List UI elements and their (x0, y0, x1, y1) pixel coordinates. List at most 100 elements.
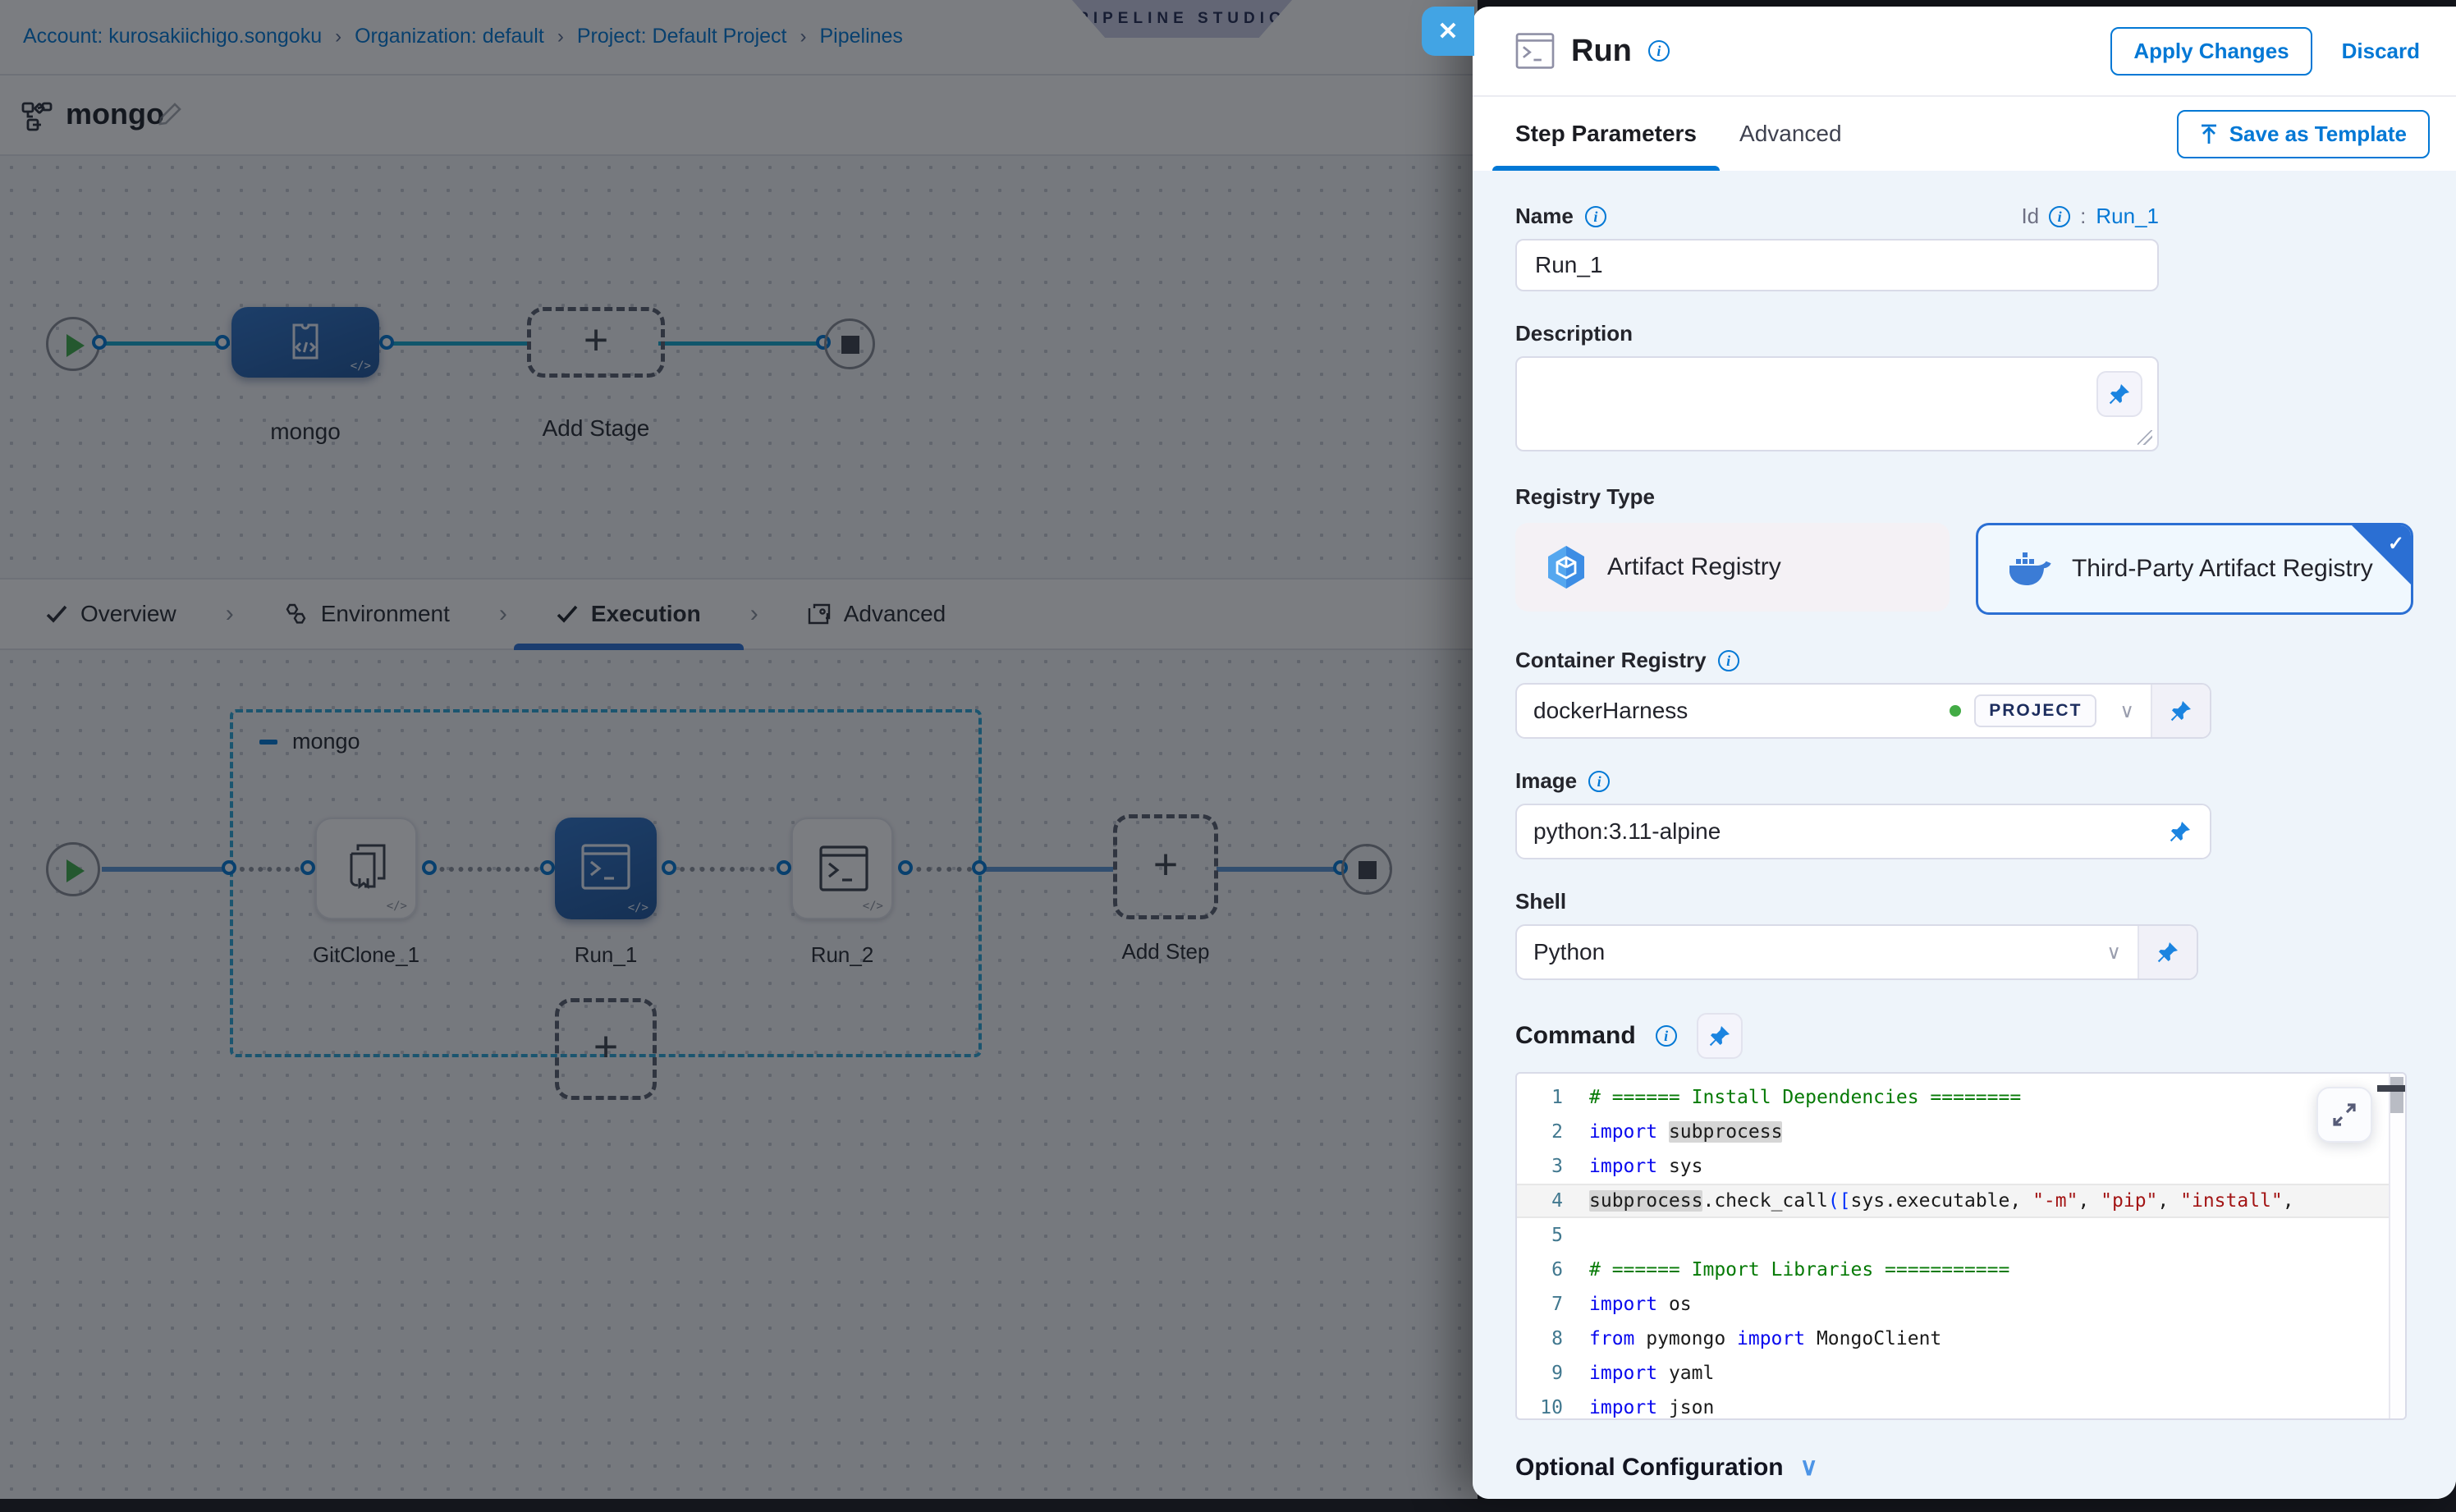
save-as-template-button[interactable]: Save as Template (2177, 110, 2430, 158)
container-registry-label: Container Registry (1515, 648, 1707, 673)
pipeline-canvas-region: Account: kurosakiichigo.songoku › Organi… (0, 0, 1478, 1499)
pin-icon (2157, 942, 2179, 963)
info-icon[interactable]: i (1648, 40, 1670, 62)
command-editor-lines: 1# ====== Install Dependencies ========2… (1517, 1074, 2405, 1420)
template-upload-icon (2200, 124, 2218, 144)
code-text (1589, 1218, 2405, 1253)
code-text: import yaml (1589, 1356, 2405, 1391)
code-line[interactable]: 6# ====== Import Libraries =========== (1517, 1253, 2405, 1287)
check-icon: ✓ (2388, 532, 2404, 556)
pin-runtime-input-button[interactable] (2096, 371, 2142, 417)
code-line[interactable]: 10import json (1517, 1391, 2405, 1420)
modal-overlay (0, 0, 1478, 1499)
pin-runtime-input-button[interactable] (2138, 926, 2197, 978)
shell-label: Shell (1515, 889, 1566, 914)
line-number: 6 (1517, 1253, 1589, 1287)
id-separator: : (2080, 204, 2086, 229)
image-field: python:3.11-alpine (1515, 804, 2211, 859)
drawer-body: Name i Id i : Run_1 Description (1473, 171, 2456, 1499)
registry-option-artifact-registry[interactable]: Artifact Registry (1515, 523, 1950, 612)
editor-overview-marker (2377, 1085, 2405, 1092)
code-text: import subprocess (1589, 1115, 2405, 1149)
pin-icon (1709, 1025, 1730, 1047)
drawer-header: Run i Apply Changes Discard (1473, 7, 2456, 95)
registry-option-third-party-selected[interactable]: Third-Party Artifact Registry ✓ (1976, 523, 2413, 615)
pin-icon (2109, 383, 2130, 405)
chevron-down-icon: ∨ (1800, 1453, 1818, 1482)
apply-changes-button[interactable]: Apply Changes (2110, 27, 2312, 76)
editor-scrollbar[interactable] (2389, 1074, 2405, 1418)
code-text: import json (1589, 1391, 2405, 1420)
code-line[interactable]: 3import sys (1517, 1149, 2405, 1184)
line-number: 2 (1517, 1115, 1589, 1149)
pin-icon (2170, 700, 2192, 722)
resize-handle[interactable] (2138, 430, 2152, 445)
name-label: Name (1515, 204, 1574, 229)
info-icon[interactable]: i (2049, 206, 2070, 227)
code-text: from pymongo import MongoClient (1589, 1322, 2405, 1356)
drawer-tab-bar: Step Parameters Advanced Save as Templat… (1473, 95, 2456, 171)
chevron-down-icon[interactable]: ∨ (2106, 941, 2121, 964)
shell-select[interactable]: Python ∨ (1517, 926, 2138, 978)
line-number: 5 (1517, 1218, 1589, 1253)
code-text: # ====== Import Libraries =========== (1589, 1253, 2405, 1287)
line-number: 7 (1517, 1287, 1589, 1322)
pin-icon (2170, 821, 2191, 842)
name-input[interactable] (1515, 239, 2159, 291)
pin-runtime-input-button[interactable] (1697, 1013, 1743, 1059)
container-registry-input[interactable]: dockerHarness PROJECT ∨ (1517, 685, 2151, 737)
run-step-icon (1515, 33, 1555, 69)
command-label: Command (1515, 1022, 1636, 1050)
description-field-wrap (1515, 356, 2159, 451)
pin-runtime-input-button[interactable] (2151, 685, 2210, 737)
info-icon[interactable]: i (1718, 650, 1739, 671)
chevron-down-icon[interactable]: ∨ (2119, 699, 2134, 723)
expand-editor-button[interactable] (2316, 1087, 2372, 1143)
discard-button[interactable]: Discard (2342, 39, 2420, 64)
tab-advanced-params[interactable]: Advanced (1739, 96, 1842, 172)
code-line[interactable]: 7import os (1517, 1287, 2405, 1322)
container-registry-field: dockerHarness PROJECT ∨ (1515, 683, 2211, 739)
code-line[interactable]: 1# ====== Install Dependencies ======== (1517, 1080, 2405, 1115)
code-line[interactable]: 2import subprocess (1517, 1115, 2405, 1149)
description-textarea[interactable] (1517, 358, 2157, 450)
image-label: Image (1515, 768, 1577, 794)
info-icon[interactable]: i (1588, 771, 1610, 792)
optional-configuration-label: Optional Configuration (1515, 1454, 1784, 1482)
pin-runtime-input-button[interactable] (2151, 805, 2210, 858)
artifact-registry-icon (1545, 544, 1588, 590)
code-line[interactable]: 8from pymongo import MongoClient (1517, 1322, 2405, 1356)
step-config-drawer: Run i Apply Changes Discard Step Paramet… (1473, 7, 2456, 1499)
code-line[interactable]: 4subprocess.check_call([sys.executable, … (1517, 1184, 2405, 1218)
optional-configuration-toggle[interactable]: Optional Configuration ∨ (1515, 1453, 2413, 1482)
code-text: subprocess.check_call([sys.executable, "… (1589, 1184, 2405, 1218)
info-icon[interactable]: i (1656, 1025, 1677, 1047)
info-icon[interactable]: i (1585, 206, 1606, 227)
id-label: Id (2021, 204, 2039, 229)
id-value-link[interactable]: Run_1 (2096, 204, 2159, 229)
close-icon: ✕ (1437, 17, 1458, 46)
line-number: 8 (1517, 1322, 1589, 1356)
connector-status-dot (1950, 705, 1961, 717)
close-drawer-button[interactable]: ✕ (1422, 7, 1474, 56)
code-text: import os (1589, 1287, 2405, 1322)
command-editor[interactable]: 1# ====== Install Dependencies ========2… (1515, 1072, 2407, 1420)
tab-step-parameters[interactable]: Step Parameters (1515, 96, 1697, 172)
code-line[interactable]: 5 (1517, 1218, 2405, 1253)
code-line[interactable]: 9import yaml (1517, 1356, 2405, 1391)
line-number: 3 (1517, 1149, 1589, 1184)
editor-scrollbar-thumb[interactable] (2390, 1077, 2403, 1113)
expand-icon (2333, 1103, 2356, 1126)
line-number: 1 (1517, 1080, 1589, 1115)
code-text: # ====== Install Dependencies ======== (1589, 1080, 2405, 1115)
shell-field: Python ∨ (1515, 924, 2198, 980)
image-input[interactable]: python:3.11-alpine (1517, 805, 2151, 858)
drawer-title: Run (1571, 34, 1632, 69)
line-number: 4 (1517, 1184, 1589, 1218)
code-text: import sys (1589, 1149, 2405, 1184)
docker-icon (2008, 551, 2052, 587)
description-label: Description (1515, 321, 1633, 346)
registry-type-label: Registry Type (1515, 484, 1655, 510)
line-number: 10 (1517, 1391, 1589, 1420)
